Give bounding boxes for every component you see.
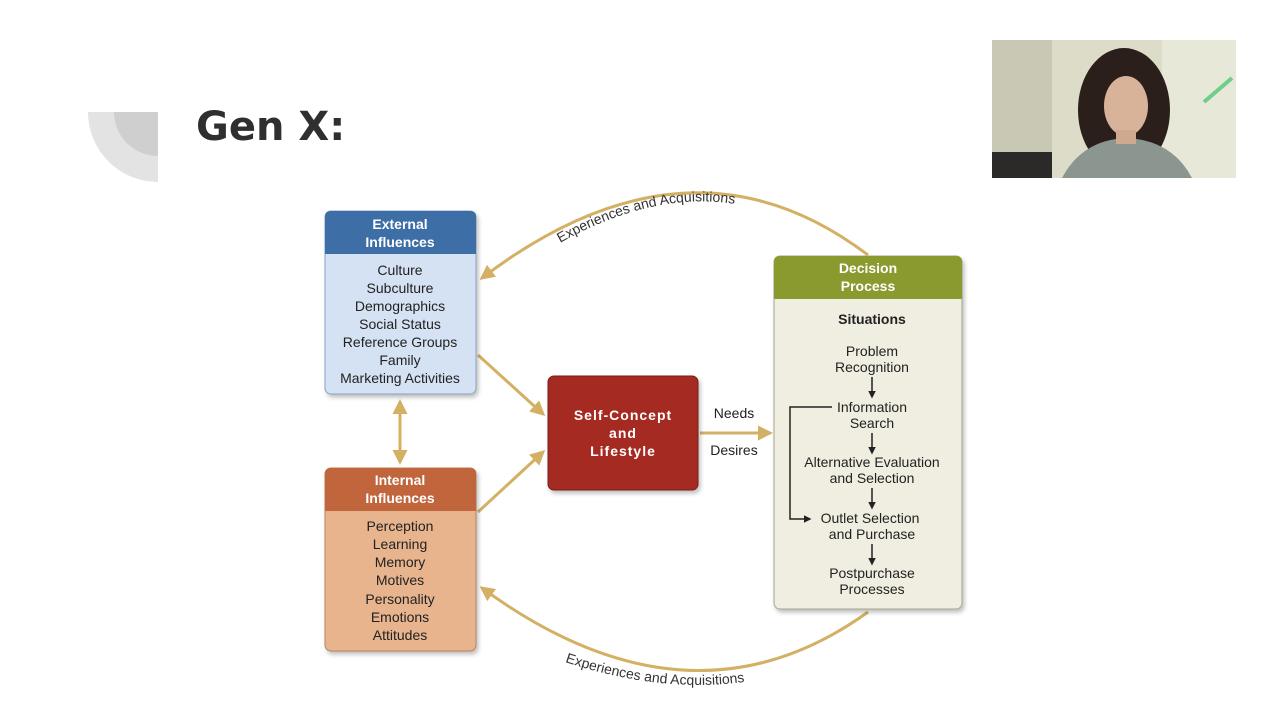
decision-process-box	[773, 255, 963, 610]
internal-title-line2: Influences	[365, 490, 434, 506]
decision-steps: Problem Recognition Information Search A…	[804, 343, 939, 597]
presenter-video-icon	[992, 40, 1236, 178]
external-item: Subculture	[367, 280, 434, 296]
external-items: Culture Subculture Demographics Social S…	[340, 262, 460, 386]
situations-label: Situations	[838, 311, 906, 327]
internal-influences-box	[324, 467, 477, 652]
needs-label: Needs	[714, 405, 754, 421]
external-item: Marketing Activities	[340, 370, 460, 386]
decision-step: Postpurchase	[829, 565, 915, 581]
internal-item: Perception	[367, 518, 434, 534]
decision-step: and Selection	[830, 470, 915, 486]
decision-step: Outlet Selection	[821, 510, 920, 526]
decision-step: Search	[850, 415, 894, 431]
decision-step: Recognition	[835, 359, 909, 375]
decision-step: Alternative Evaluation	[804, 454, 939, 470]
external-item: Culture	[377, 262, 422, 278]
external-title-line2: Influences	[365, 234, 434, 250]
decision-title-line2: Process	[841, 278, 896, 294]
external-to-self-arrow	[476, 353, 546, 417]
presenter-webcam	[992, 40, 1236, 178]
decision-step: Problem	[846, 343, 898, 359]
self-concept-box	[547, 375, 699, 491]
internal-to-self-arrow	[476, 449, 546, 514]
internal-item: Memory	[375, 554, 426, 570]
decision-step: Processes	[839, 581, 904, 597]
bottom-feedback-arc	[479, 586, 869, 673]
desires-label: Desires	[710, 442, 757, 458]
internal-item: Personality	[365, 591, 434, 607]
external-influences-box	[324, 210, 477, 395]
internal-item: Emotions	[371, 609, 429, 625]
external-item: Social Status	[359, 316, 441, 332]
self-concept-line3: Lifestyle	[590, 443, 656, 459]
internal-item: Attitudes	[373, 627, 427, 643]
corner-decoration	[88, 112, 158, 182]
internal-title-line1: Internal	[375, 472, 426, 488]
external-item: Family	[379, 352, 420, 368]
decision-step: and Purchase	[829, 526, 916, 542]
slide-title: Gen X:	[196, 104, 346, 150]
step-arrows	[789, 377, 876, 566]
external-title-line1: External	[372, 216, 427, 232]
external-item: Demographics	[355, 298, 445, 314]
decision-title-line1: Decision	[839, 260, 897, 276]
self-concept-line2: and	[609, 425, 637, 441]
top-feedback-arc	[479, 191, 869, 280]
internal-item: Motives	[376, 572, 424, 588]
external-item: Reference Groups	[343, 334, 457, 350]
self-concept-line1: Self-Concept	[574, 407, 672, 423]
decision-step: Information	[837, 399, 907, 415]
internal-item: Learning	[373, 536, 428, 552]
internal-items: Perception Learning Memory Motives Perso…	[365, 518, 434, 643]
